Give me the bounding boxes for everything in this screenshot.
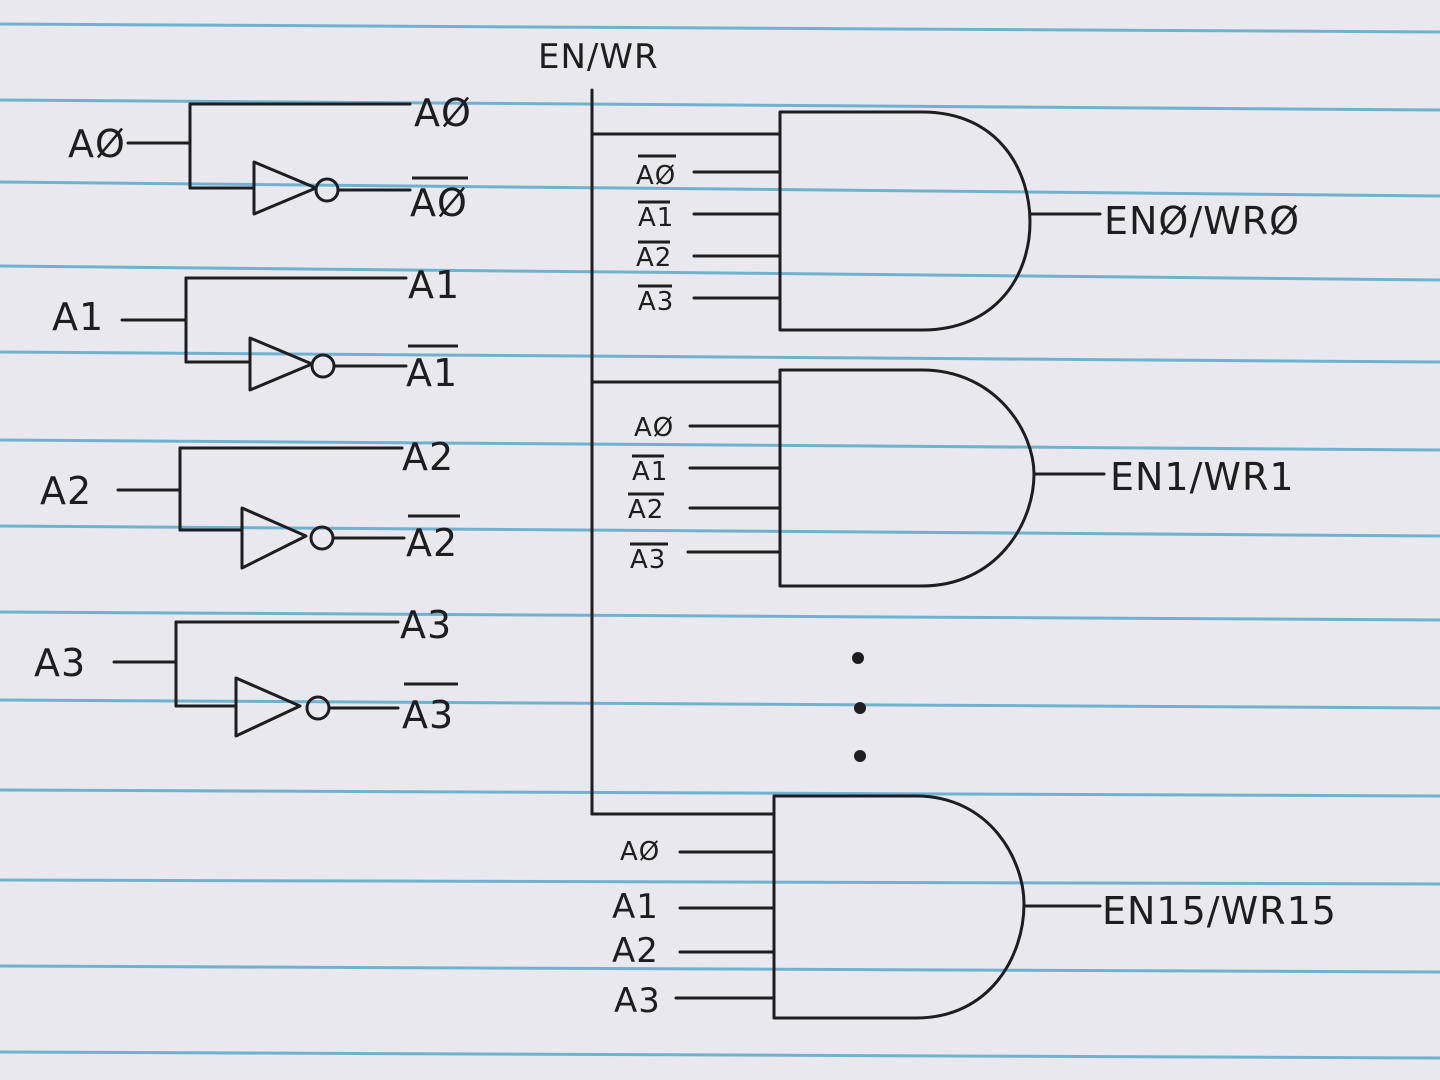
gate1-input-a1: A1 — [632, 457, 668, 487]
gate0-input-a0: AØ — [636, 161, 676, 191]
inverter-a1 — [248, 336, 314, 392]
input-stage-a2: A2 A2 A2 — [40, 435, 460, 570]
output-label-a3-bar: A3 — [402, 693, 454, 737]
input-stage-a3: A3 A3 A3 — [34, 603, 458, 738]
and-gate-0: AØ A1 A2 A3 ENØ/WRØ — [636, 110, 1300, 332]
input-stage-a0: AØ AØ AØ — [68, 91, 472, 225]
and-gate-1: AØ A1 A2 A3 EN1/WR1 — [628, 368, 1295, 588]
input-label-a3: A3 — [34, 641, 86, 685]
and-gate-15: AØ A1 A2 A3 EN15/WR15 — [612, 794, 1337, 1021]
gate0-input-a1: A1 — [638, 203, 674, 233]
gate0-output-label: ENØ/WRØ — [1104, 199, 1300, 243]
gate0-input-a2: A2 — [636, 243, 672, 273]
inverter-a2 — [240, 506, 308, 570]
gate1-input-a0: AØ — [634, 413, 674, 443]
gate15-input-a2: A2 — [612, 931, 659, 971]
input-label-a1: A1 — [52, 295, 104, 339]
gate15-input-a3: A3 — [614, 981, 661, 1021]
gate1-input-a2: A2 — [628, 495, 664, 525]
output-label-a1: A1 — [408, 263, 460, 307]
gate15-input-a1: A1 — [612, 887, 659, 927]
output-label-a0-bar: AØ — [410, 181, 468, 225]
output-label-a2: A2 — [402, 435, 454, 479]
gate15-output-label: EN15/WR15 — [1102, 889, 1337, 933]
output-label-a0: AØ — [414, 91, 472, 135]
bus-label: EN/WR — [538, 37, 659, 77]
input-label-a0: AØ — [68, 122, 126, 166]
output-label-a1-bar: A1 — [406, 351, 458, 395]
gate15-input-a0: AØ — [620, 837, 660, 867]
ellipsis-dots — [852, 652, 866, 762]
inverter-a3 — [234, 676, 302, 738]
gate1-output-label: EN1/WR1 — [1110, 455, 1295, 499]
inverter-a0 — [252, 160, 318, 216]
output-label-a2-bar: A2 — [406, 521, 458, 565]
output-label-a3: A3 — [400, 603, 452, 647]
input-label-a2: A2 — [40, 469, 92, 513]
input-stage-a1: A1 A1 A1 — [52, 263, 460, 395]
en-wr-bus: EN/WR — [538, 37, 782, 816]
gate0-input-a3: A3 — [638, 287, 674, 317]
gate1-input-a3: A3 — [630, 545, 666, 575]
ruled-lines — [0, 22, 1440, 1060]
